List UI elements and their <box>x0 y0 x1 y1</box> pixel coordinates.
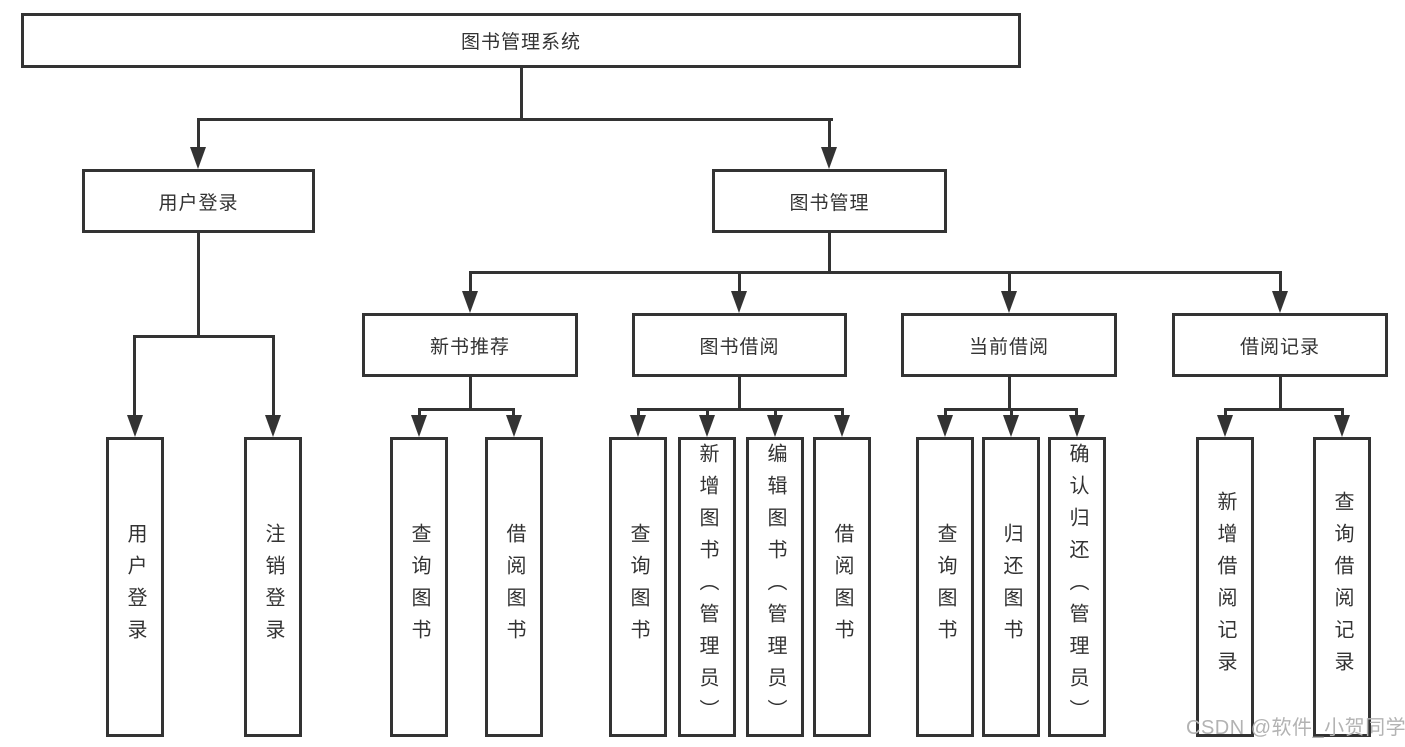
connector-records-drop <box>1279 271 1282 292</box>
arrowhead-borrow <box>731 291 747 313</box>
leaf-current-confirm-return-label: 确认归还（管理员） <box>1066 443 1088 731</box>
arrowhead-records-leaf1 <box>1217 415 1233 437</box>
connector-root-stub <box>520 68 523 118</box>
connector-level2-hline <box>197 118 833 121</box>
connector-user-login-leaf2-drop <box>272 335 275 415</box>
leaf-borrow-edit-label: 编辑图书（管理员） <box>764 443 786 731</box>
connector-records-leaf2-drop <box>1341 408 1344 415</box>
arrowhead-current-leaf3 <box>1069 415 1085 437</box>
node-root-label: 图书管理系统 <box>460 32 581 53</box>
leaf-borrow-query: 查询图书 <box>609 437 667 737</box>
arrowhead-new-books-leaf2 <box>506 415 522 437</box>
leaf-borrow-query-label: 查询图书 <box>627 523 649 651</box>
leaf-user-login-login-label: 用户登录 <box>124 523 146 651</box>
connector-user-login-leaf1-drop <box>133 335 136 415</box>
csdn-watermark: CSDN @软件_小贺同学 <box>1186 717 1405 739</box>
arrowhead-user-login-leaf2 <box>265 415 281 437</box>
connector-new-books-hline <box>418 408 515 411</box>
arrowhead-records-leaf2 <box>1334 415 1350 437</box>
arrowhead-current-leaf2 <box>1003 415 1019 437</box>
connector-user-login-hline <box>133 335 275 338</box>
leaf-current-confirm-return: 确认归还（管理员） <box>1048 437 1106 737</box>
leaf-new-books-borrow-label: 借阅图书 <box>503 523 525 651</box>
node-records: 借阅记录 <box>1172 313 1388 377</box>
leaf-records-add-label: 新增借阅记录 <box>1214 491 1236 683</box>
arrowhead-current-leaf1 <box>937 415 953 437</box>
leaf-current-return: 归还图书 <box>982 437 1040 737</box>
connector-records-leaf1-drop <box>1224 408 1227 415</box>
connector-user-login-stub <box>197 233 200 335</box>
connector-user-login-drop <box>197 118 200 148</box>
connector-book-mgmt-stub <box>828 233 831 274</box>
arrowhead-book-mgmt <box>821 147 837 169</box>
node-user-login-label: 用户登录 <box>158 192 239 214</box>
arrowhead-records <box>1272 291 1288 313</box>
leaf-records-query-label: 查询借阅记录 <box>1331 491 1353 683</box>
arrowhead-borrow-leaf2 <box>699 415 715 437</box>
arrowhead-user-login <box>190 147 206 169</box>
connector-level3-hline <box>469 271 1282 274</box>
leaf-current-return-label: 归还图书 <box>1000 523 1022 651</box>
arrowhead-user-login-leaf1 <box>127 415 143 437</box>
node-book-mgmt-label: 图书管理 <box>789 192 870 214</box>
node-book-mgmt: 图书管理 <box>712 169 947 233</box>
connector-borrow-leaf2-drop <box>706 408 709 415</box>
leaf-new-books-query: 查询图书 <box>390 437 448 737</box>
leaf-borrow-add: 新增图书（管理员） <box>678 437 736 737</box>
node-records-label: 借阅记录 <box>1239 336 1320 358</box>
leaf-current-query-label: 查询图书 <box>934 523 956 651</box>
connector-new-books-leaf2-drop <box>512 408 515 415</box>
arrowhead-new-books <box>462 291 478 313</box>
connector-borrow-leaf4-drop <box>841 408 844 415</box>
connector-borrow-hline <box>637 408 843 411</box>
leaf-records-add: 新增借阅记录 <box>1196 437 1254 737</box>
node-new-books: 新书推荐 <box>362 313 578 377</box>
connector-current-drop <box>1008 271 1011 292</box>
connector-new-books-stub <box>469 377 472 408</box>
connector-current-leaf2-drop <box>1010 408 1013 415</box>
leaf-user-login-login: 用户登录 <box>106 437 164 737</box>
connector-current-leaf1-drop <box>944 408 947 415</box>
arrowhead-borrow-leaf1 <box>630 415 646 437</box>
connector-borrow-leaf1-drop <box>637 408 640 415</box>
node-borrow: 图书借阅 <box>632 313 847 377</box>
node-borrow-label: 图书借阅 <box>699 336 780 358</box>
connector-new-books-drop <box>469 271 472 292</box>
leaf-borrow-edit: 编辑图书（管理员） <box>746 437 804 737</box>
connector-current-leaf3-drop <box>1075 408 1078 415</box>
connector-borrow-leaf3-drop <box>774 408 777 415</box>
node-new-books-label: 新书推荐 <box>429 336 510 358</box>
leaf-borrow-borrow: 借阅图书 <box>813 437 871 737</box>
node-user-login: 用户登录 <box>82 169 315 233</box>
arrowhead-new-books-leaf1 <box>411 415 427 437</box>
connector-records-hline <box>1224 408 1343 411</box>
leaf-new-books-query-label: 查询图书 <box>408 523 430 651</box>
leaf-current-query: 查询图书 <box>916 437 974 737</box>
connector-current-stub <box>1008 377 1011 408</box>
connector-book-mgmt-drop <box>828 118 831 148</box>
node-root: 图书管理系统 <box>21 13 1021 68</box>
node-current: 当前借阅 <box>901 313 1117 377</box>
connector-borrow-stub <box>738 377 741 408</box>
connector-borrow-drop <box>738 271 741 292</box>
leaf-user-login-logout-label: 注销登录 <box>262 523 284 651</box>
leaf-borrow-add-label: 新增图书（管理员） <box>696 443 718 731</box>
leaf-new-books-borrow: 借阅图书 <box>485 437 543 737</box>
arrowhead-borrow-leaf4 <box>834 415 850 437</box>
arrowhead-borrow-leaf3 <box>767 415 783 437</box>
leaf-user-login-logout: 注销登录 <box>244 437 302 737</box>
leaf-records-query: 查询借阅记录 <box>1313 437 1371 737</box>
leaf-borrow-borrow-label: 借阅图书 <box>831 523 853 651</box>
node-current-label: 当前借阅 <box>968 336 1049 358</box>
arrowhead-current <box>1001 291 1017 313</box>
connector-records-stub <box>1279 377 1282 408</box>
connector-new-books-leaf1-drop <box>418 408 421 415</box>
